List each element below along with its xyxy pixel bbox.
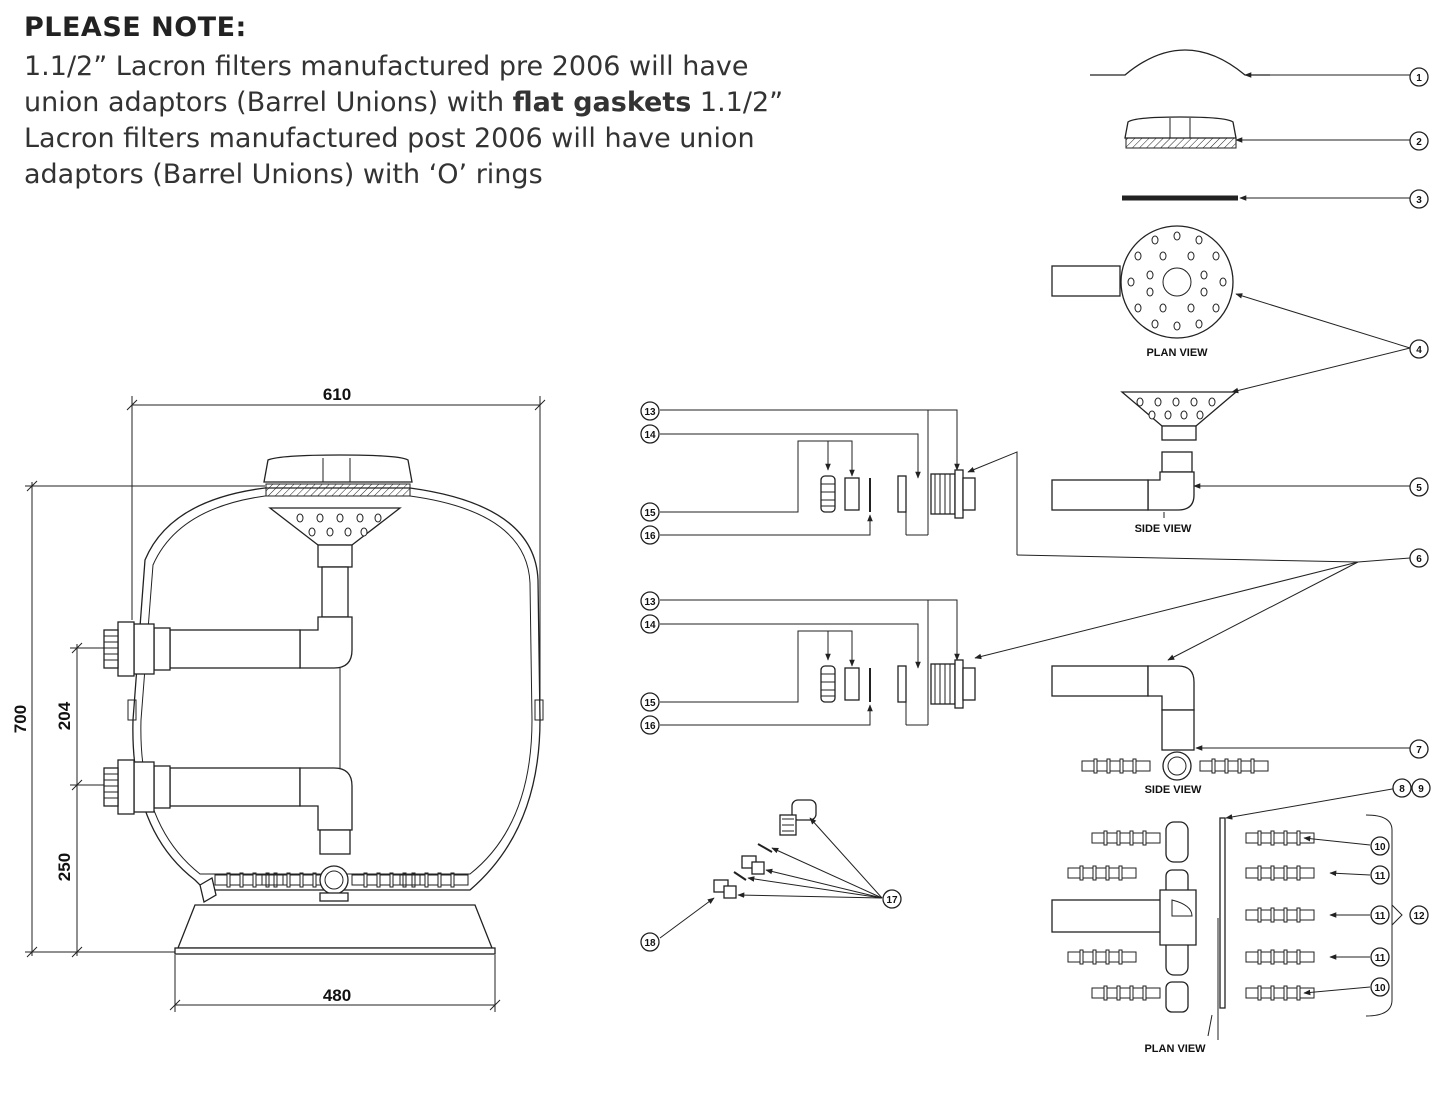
callout-17: 17 xyxy=(882,889,902,909)
part-7-hub-side: SIDE VIEW xyxy=(1051,665,1410,796)
svg-text:11: 11 xyxy=(1375,953,1386,964)
part-4-diffuser-side xyxy=(1120,391,1238,441)
label-side-view-1: SIDE VIEW xyxy=(1135,523,1192,535)
note-line-3: Lacron filters manufactured post 2006 wi… xyxy=(24,123,755,154)
part-4-diffuser-plan: PLAN VIEW xyxy=(1051,225,1411,394)
svg-text:13: 13 xyxy=(644,407,656,418)
note-title: PLEASE NOTE: xyxy=(24,12,247,43)
svg-text:1: 1 xyxy=(1416,73,1422,84)
part-5-elbow: SIDE VIEW xyxy=(1051,451,1410,535)
svg-text:7: 7 xyxy=(1416,745,1422,756)
svg-text:15: 15 xyxy=(644,508,656,519)
callout-14a: 14 xyxy=(640,424,660,444)
svg-text:13: 13 xyxy=(644,597,656,608)
label-plan-view-2: PLAN VIEW xyxy=(1144,1043,1206,1055)
callout-16b: 16 xyxy=(640,715,660,735)
dim-700: 700 xyxy=(11,705,30,733)
callout-10b: 10 xyxy=(1370,977,1390,997)
svg-text:16: 16 xyxy=(644,531,656,542)
callout-15b: 15 xyxy=(640,692,660,712)
svg-text:3: 3 xyxy=(1416,195,1422,206)
svg-text:18: 18 xyxy=(644,938,656,949)
part-2-lid xyxy=(1124,116,1410,149)
label-side-view-2: SIDE VIEW xyxy=(1145,784,1202,796)
callout-7: 7 xyxy=(1409,739,1429,759)
callout-1: 1 xyxy=(1409,67,1429,87)
note-body: 1.1/2” Lacron filters manufactured pre 2… xyxy=(24,49,884,193)
dim-250: 250 xyxy=(55,853,74,881)
union-assembly-lower xyxy=(660,599,976,726)
svg-text:4: 4 xyxy=(1416,345,1422,356)
callout-6: 6 xyxy=(1409,548,1429,568)
dim-480: 480 xyxy=(323,986,351,1005)
part-6-leaders xyxy=(967,451,1411,661)
svg-text:11: 11 xyxy=(1375,871,1386,882)
svg-text:9: 9 xyxy=(1418,784,1424,795)
callout-5: 5 xyxy=(1409,477,1429,497)
note-line-4: adaptors (Barrel Unions) with ‘O’ rings xyxy=(24,159,543,190)
please-note-block: PLEASE NOTE: 1.1/2” Lacron filters manuf… xyxy=(24,12,884,193)
callout-11c: 11 xyxy=(1370,947,1390,967)
callout-8: 8 xyxy=(1392,778,1412,798)
note-line-1: 1.1/2” Lacron filters manufactured pre 2… xyxy=(24,51,749,82)
callout-11a: 11 xyxy=(1370,865,1390,885)
callouts: 1 2 3 4 5 6 7 8 9 10 11 11 12 11 10 13 1… xyxy=(640,67,1431,997)
dim-610: 610 xyxy=(323,385,351,404)
svg-text:11: 11 xyxy=(1375,911,1386,922)
callout-10a: 10 xyxy=(1370,836,1390,856)
note-line-2-post: 1.1/2” xyxy=(691,87,784,118)
note-line-2-pre: union adaptors (Barrel Unions) with xyxy=(24,87,513,118)
svg-text:14: 14 xyxy=(644,620,656,631)
svg-text:10: 10 xyxy=(1374,842,1386,853)
part-1-lid-gasket xyxy=(1090,49,1410,78)
callout-9: 9 xyxy=(1411,778,1431,798)
callout-18: 18 xyxy=(640,932,660,952)
callout-14b: 14 xyxy=(640,614,660,634)
callout-13b: 13 xyxy=(640,591,660,611)
callout-12: 12 xyxy=(1409,905,1429,925)
callout-4: 4 xyxy=(1409,339,1429,359)
dim-204: 204 xyxy=(55,701,74,730)
callout-2: 2 xyxy=(1409,131,1429,151)
label-plan-view-1: PLAN VIEW xyxy=(1146,347,1208,359)
svg-text:16: 16 xyxy=(644,721,656,732)
union-assembly-upper xyxy=(660,409,976,536)
part-10-12-laterals-plan: PLAN VIEW xyxy=(1051,787,1403,1055)
svg-text:2: 2 xyxy=(1416,137,1422,148)
svg-text:14: 14 xyxy=(644,430,656,441)
callout-3: 3 xyxy=(1409,189,1429,209)
svg-text:10: 10 xyxy=(1374,983,1386,994)
svg-text:17: 17 xyxy=(886,895,898,906)
callout-13a: 13 xyxy=(640,401,660,421)
callout-11b: 11 xyxy=(1370,905,1390,925)
svg-text:6: 6 xyxy=(1416,554,1422,565)
svg-text:15: 15 xyxy=(644,698,656,709)
callout-15a: 15 xyxy=(640,502,660,522)
part-17-18-fittings xyxy=(659,799,883,939)
callout-16a: 16 xyxy=(640,525,660,545)
note-line-2-bold: flat gaskets xyxy=(512,87,692,118)
filter-elevation-view: 610 700 204 250 480 xyxy=(11,385,546,1012)
svg-text:8: 8 xyxy=(1399,784,1405,795)
svg-text:5: 5 xyxy=(1416,483,1422,494)
svg-text:12: 12 xyxy=(1413,911,1425,922)
